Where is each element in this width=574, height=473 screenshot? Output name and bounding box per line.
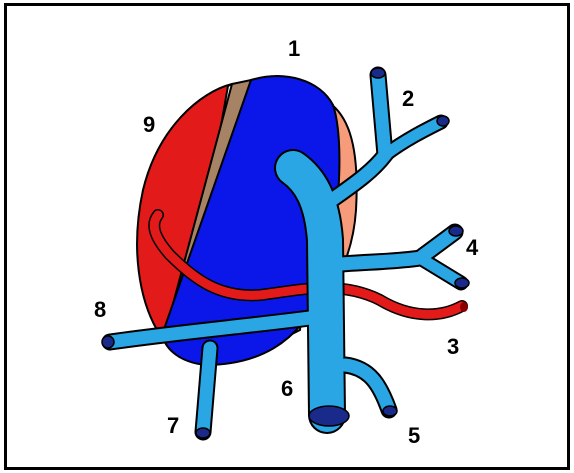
label-5: 5 (408, 425, 420, 447)
vessel-end-7 (196, 428, 210, 438)
label-9: 9 (143, 114, 155, 136)
vessel-end-8 (102, 336, 114, 348)
vessel-end-2b (437, 116, 449, 126)
vessel-end-6 (309, 406, 349, 426)
vessel-end-4b (455, 278, 469, 288)
label-4: 4 (466, 237, 478, 259)
artery-end-3 (460, 302, 468, 312)
label-7: 7 (167, 415, 179, 437)
vessel-end-5 (383, 406, 397, 416)
label-1: 1 (288, 38, 300, 60)
label-2: 2 (402, 88, 414, 110)
vessel-end-4a (449, 226, 463, 236)
label-3: 3 (447, 336, 459, 358)
label-8: 8 (94, 299, 106, 321)
vessel-end-2a (371, 68, 385, 78)
label-6: 6 (281, 378, 293, 400)
